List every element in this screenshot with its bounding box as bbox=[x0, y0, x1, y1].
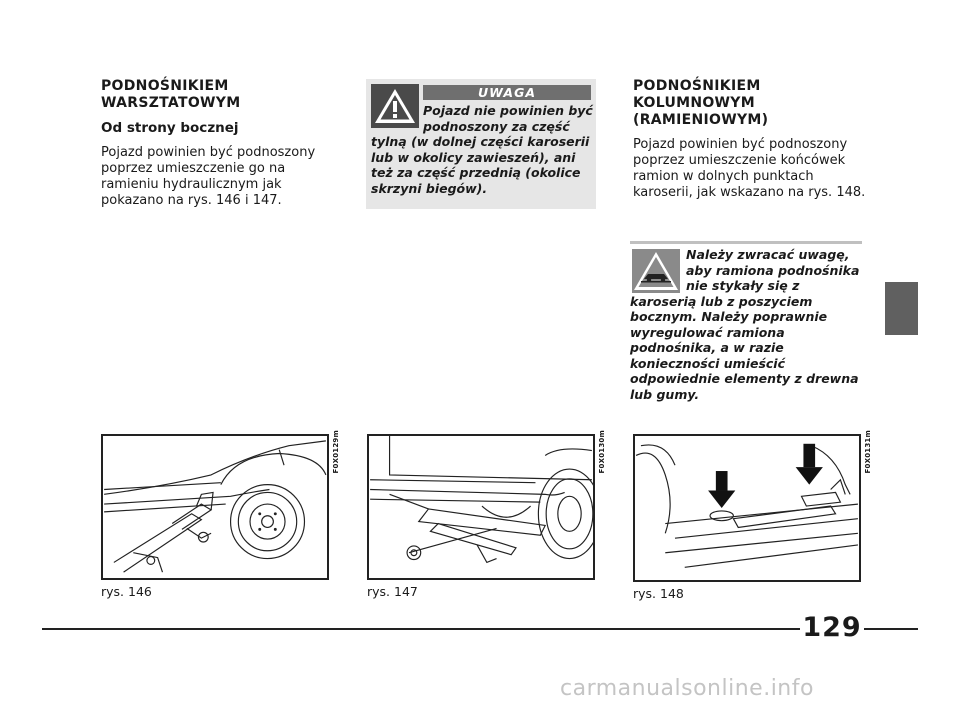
caution-line: Należy zwracać uwagę, bbox=[686, 247, 850, 262]
heading-line: KOLUMNOWYM bbox=[633, 95, 755, 111]
page-number: 129 bbox=[800, 612, 864, 644]
figure-code: F0X0129m bbox=[332, 430, 340, 474]
heading-line: (RAMIENIOWYM) bbox=[633, 112, 769, 128]
caution-line: aby ramiona podnośnika bbox=[686, 262, 860, 278]
warning-banner: UWAGA bbox=[423, 85, 591, 100]
warning-line: tylną (w dolnej części karoserii lub w o… bbox=[371, 134, 590, 196]
warning-text: Pojazd nie powinien być podnoszony za cz… bbox=[371, 103, 593, 196]
footer-rule bbox=[42, 628, 918, 630]
figure-148-column-lift bbox=[633, 434, 861, 582]
warning-triangle-icon bbox=[371, 84, 419, 128]
caution-line: karoserią lub z poszyciem bocznym. Należ… bbox=[630, 293, 859, 402]
body-paragraph: Pojazd powinien być podnoszony poprzez u… bbox=[633, 137, 866, 200]
heading-line: PODNOŚNIKIEM bbox=[633, 78, 761, 94]
body-paragraph: Pojazd powinien być podnoszony poprzez u… bbox=[101, 145, 316, 208]
jack-under-sill-illustration bbox=[370, 436, 593, 564]
figure-caption: rys. 147 bbox=[367, 584, 418, 599]
section-side-tab bbox=[885, 282, 918, 335]
figure-code: F0X0130m bbox=[598, 430, 606, 474]
figure-caption: rys. 148 bbox=[633, 586, 684, 601]
right-column: PODNOŚNIKIEM KOLUMNOWYM (RAMIENIOWYM) Po… bbox=[633, 78, 873, 201]
heading-line: WARSZTATOWYM bbox=[101, 95, 241, 111]
jack-under-side-illustration bbox=[104, 440, 327, 573]
left-column: PODNOŚNIKIEM WARSZTATOWYM Od strony bocz… bbox=[101, 78, 341, 209]
heading-column-lift: PODNOŚNIKIEM KOLUMNOWYM (RAMIENIOWYM) bbox=[633, 78, 873, 129]
subheading-side: Od strony bocznej bbox=[101, 120, 239, 136]
caution-line: nie stykały się z bbox=[686, 278, 800, 293]
figure-147-front-jack bbox=[367, 434, 595, 580]
warning-line: podnoszony za część bbox=[423, 118, 570, 134]
figure-code: F0X0131m bbox=[864, 430, 872, 474]
caution-text: Należy zwracać uwagę, aby ramiona podnoś… bbox=[630, 247, 862, 402]
caution-car-triangle-icon bbox=[632, 249, 680, 293]
warning-line: Pojazd nie powinien być bbox=[423, 103, 593, 118]
figure-146-side-jack bbox=[101, 434, 329, 580]
warning-box: UWAGA Pojazd nie powinien być podnoszony… bbox=[366, 79, 596, 209]
lift-arms-illustration bbox=[635, 443, 858, 568]
caution-rule bbox=[630, 241, 862, 244]
heading-line: PODNOŚNIKIEM bbox=[101, 78, 229, 94]
watermark-text: carmanualsonline.info bbox=[560, 676, 814, 701]
figure-caption: rys. 146 bbox=[101, 584, 152, 599]
heading-workshop-jack: PODNOŚNIKIEM WARSZTATOWYM bbox=[101, 78, 341, 112]
